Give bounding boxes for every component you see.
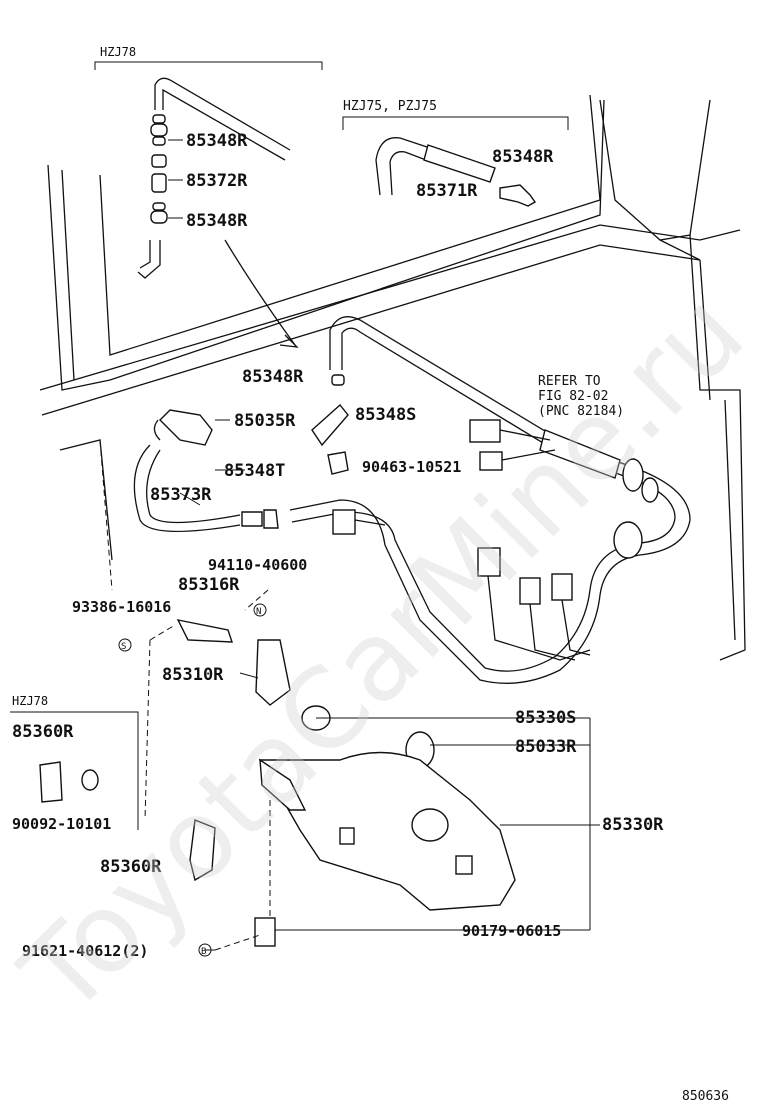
part-label-85360r-b: 85360R xyxy=(100,857,162,877)
symbol-s-circle: S xyxy=(118,638,132,652)
main-hose xyxy=(289,316,691,684)
part-label-85348r-d: 85348R xyxy=(492,147,554,167)
part-label-85310r: 85310R xyxy=(162,665,224,685)
part-label-90463: 90463-10521 xyxy=(362,458,461,476)
vehicle-body-outline xyxy=(39,94,746,661)
group-label-hzj78-top: HZJ78 xyxy=(100,45,136,59)
hose-assembly-hzj78 xyxy=(137,77,299,348)
part-label-85033r: 85033R xyxy=(515,737,577,757)
part-label-85371r: 85371R xyxy=(416,181,478,201)
part-label-90179: 90179-06015 xyxy=(462,922,561,940)
refer-line-3: (PNC 82184) xyxy=(538,404,624,419)
refer-line-1: REFER TO xyxy=(538,374,601,389)
symbol-n-circle: N xyxy=(253,603,267,617)
part-label-85348r-b: 85348R xyxy=(186,211,248,231)
label-leaders xyxy=(179,419,600,951)
part-label-85330r: 85330R xyxy=(602,815,664,835)
hose-assembly-hzj75 xyxy=(375,137,537,207)
symbol-b-text: B xyxy=(201,947,206,957)
diagram-code: 850636 xyxy=(682,1089,729,1104)
part-label-91621: 91621-40612(2) xyxy=(22,942,148,960)
part-label-85348r-a: 85348R xyxy=(186,131,248,151)
watermark: ToyotaCarMine.ru xyxy=(0,268,760,1039)
group-label-hzj75: HZJ75, PZJ75 xyxy=(343,99,437,114)
washer-tank xyxy=(258,751,516,911)
group-bracket-hzj78-top: HZJ78 xyxy=(94,45,323,70)
wiring-harness xyxy=(332,419,591,661)
part-label-85360r-a: 85360R xyxy=(12,722,74,742)
part-label-85330s: 85330S xyxy=(515,708,576,728)
part-label-85316r: 85316R xyxy=(178,575,240,595)
symbol-b-circle: B xyxy=(198,943,212,957)
part-label-90092: 90092-10101 xyxy=(12,815,111,833)
group-label-hzj78-left: HZJ78 xyxy=(12,694,48,708)
part-label-85348s: 85348S xyxy=(355,405,416,425)
group-bracket-hzj78-left: HZJ78 xyxy=(10,694,139,830)
part-label-93386: 93386-16016 xyxy=(72,598,171,616)
symbol-n-text: N xyxy=(256,607,261,617)
refer-line-2: FIG 82-02 xyxy=(538,389,608,404)
bracket-85360r-area xyxy=(39,761,276,947)
part-label-85373r: 85373R xyxy=(150,485,212,505)
part-label-85372r: 85372R xyxy=(186,171,248,191)
dashed-leaders xyxy=(99,439,271,951)
part-label-85348t: 85348T xyxy=(224,461,285,481)
symbol-s-text: S xyxy=(121,642,126,652)
part-label-85348r-c: 85348R xyxy=(242,367,304,387)
group-bracket-hzj75: HZJ75, PZJ75 xyxy=(342,99,569,130)
part-label-94110: 94110-40600 xyxy=(208,556,307,574)
part-label-85035r: 85035R xyxy=(234,411,296,431)
